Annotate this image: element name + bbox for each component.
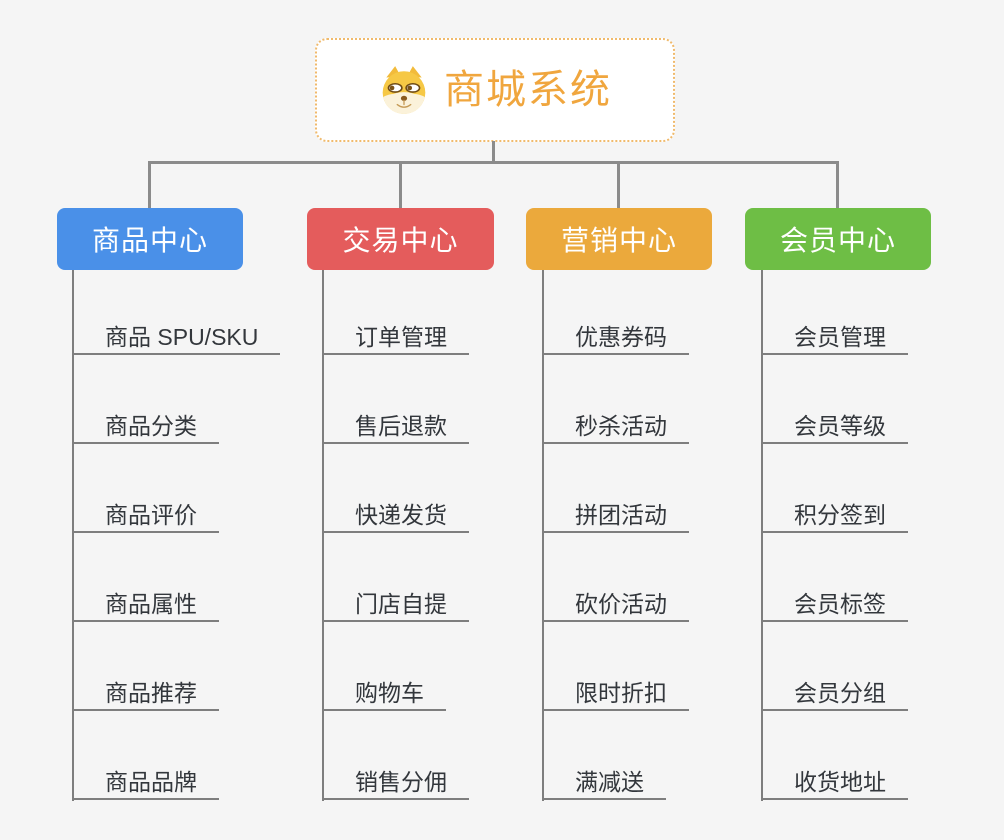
topic-node[interactable]: 销售分佣: [322, 767, 469, 800]
topic-node[interactable]: 会员等级: [761, 411, 908, 444]
topic-node[interactable]: 秒杀活动: [542, 411, 689, 444]
branch-column-marketing: 优惠券码 秒杀活动 拼团活动 砍价活动 限时折扣 满减送: [542, 270, 792, 801]
topic-node[interactable]: 收货地址: [761, 767, 908, 800]
topic-node[interactable]: 会员标签: [761, 589, 908, 622]
connector-root-stem: [492, 141, 495, 162]
connector-drop-trade: [399, 161, 402, 208]
topic-node[interactable]: 满减送: [542, 767, 666, 800]
branch-node-product[interactable]: 商品中心: [57, 208, 243, 270]
topic-node[interactable]: 购物车: [322, 678, 446, 711]
topic-node[interactable]: 订单管理: [322, 322, 469, 355]
connector-drop-product: [148, 161, 151, 208]
topic-node[interactable]: 售后退款: [322, 411, 469, 444]
topic-node[interactable]: 商品属性: [72, 589, 219, 622]
branch-node-trade[interactable]: 交易中心: [307, 208, 494, 270]
topic-node[interactable]: 快递发货: [322, 500, 469, 533]
connector-drop-marketing: [617, 161, 620, 208]
topic-node[interactable]: 商品推荐: [72, 678, 219, 711]
topic-node[interactable]: 优惠券码: [542, 322, 689, 355]
topic-node[interactable]: 砍价活动: [542, 589, 689, 622]
topic-node[interactable]: 商品评价: [72, 500, 219, 533]
topic-node[interactable]: 限时折扣: [542, 678, 689, 711]
topic-node[interactable]: 商品分类: [72, 411, 219, 444]
connector-horizontal-bar: [148, 161, 839, 164]
topic-node[interactable]: 拼团活动: [542, 500, 689, 533]
topic-node[interactable]: 会员管理: [761, 322, 908, 355]
topic-node[interactable]: 会员分组: [761, 678, 908, 711]
root-node[interactable]: 商城系统: [315, 38, 675, 142]
topic-node[interactable]: 门店自提: [322, 589, 469, 622]
branch-column-trade: 订单管理 售后退款 快递发货 门店自提 购物车 销售分佣: [322, 270, 572, 801]
connector-drop-member: [836, 161, 839, 208]
topic-node[interactable]: 商品品牌: [72, 767, 219, 800]
branch-node-marketing[interactable]: 营销中心: [526, 208, 712, 270]
branch-column-member: 会员管理 会员等级 积分签到 会员标签 会员分组 收货地址: [761, 270, 1004, 801]
branch-column-product: 商品 SPU/SKU 商品分类 商品评价 商品属性 商品推荐 商品品牌: [72, 270, 322, 801]
doge-icon: [378, 65, 430, 115]
branch-node-member[interactable]: 会员中心: [745, 208, 931, 270]
root-title: 商城系统: [444, 68, 612, 112]
topic-node[interactable]: 积分签到: [761, 500, 908, 533]
topic-node[interactable]: 商品 SPU/SKU: [72, 322, 281, 355]
